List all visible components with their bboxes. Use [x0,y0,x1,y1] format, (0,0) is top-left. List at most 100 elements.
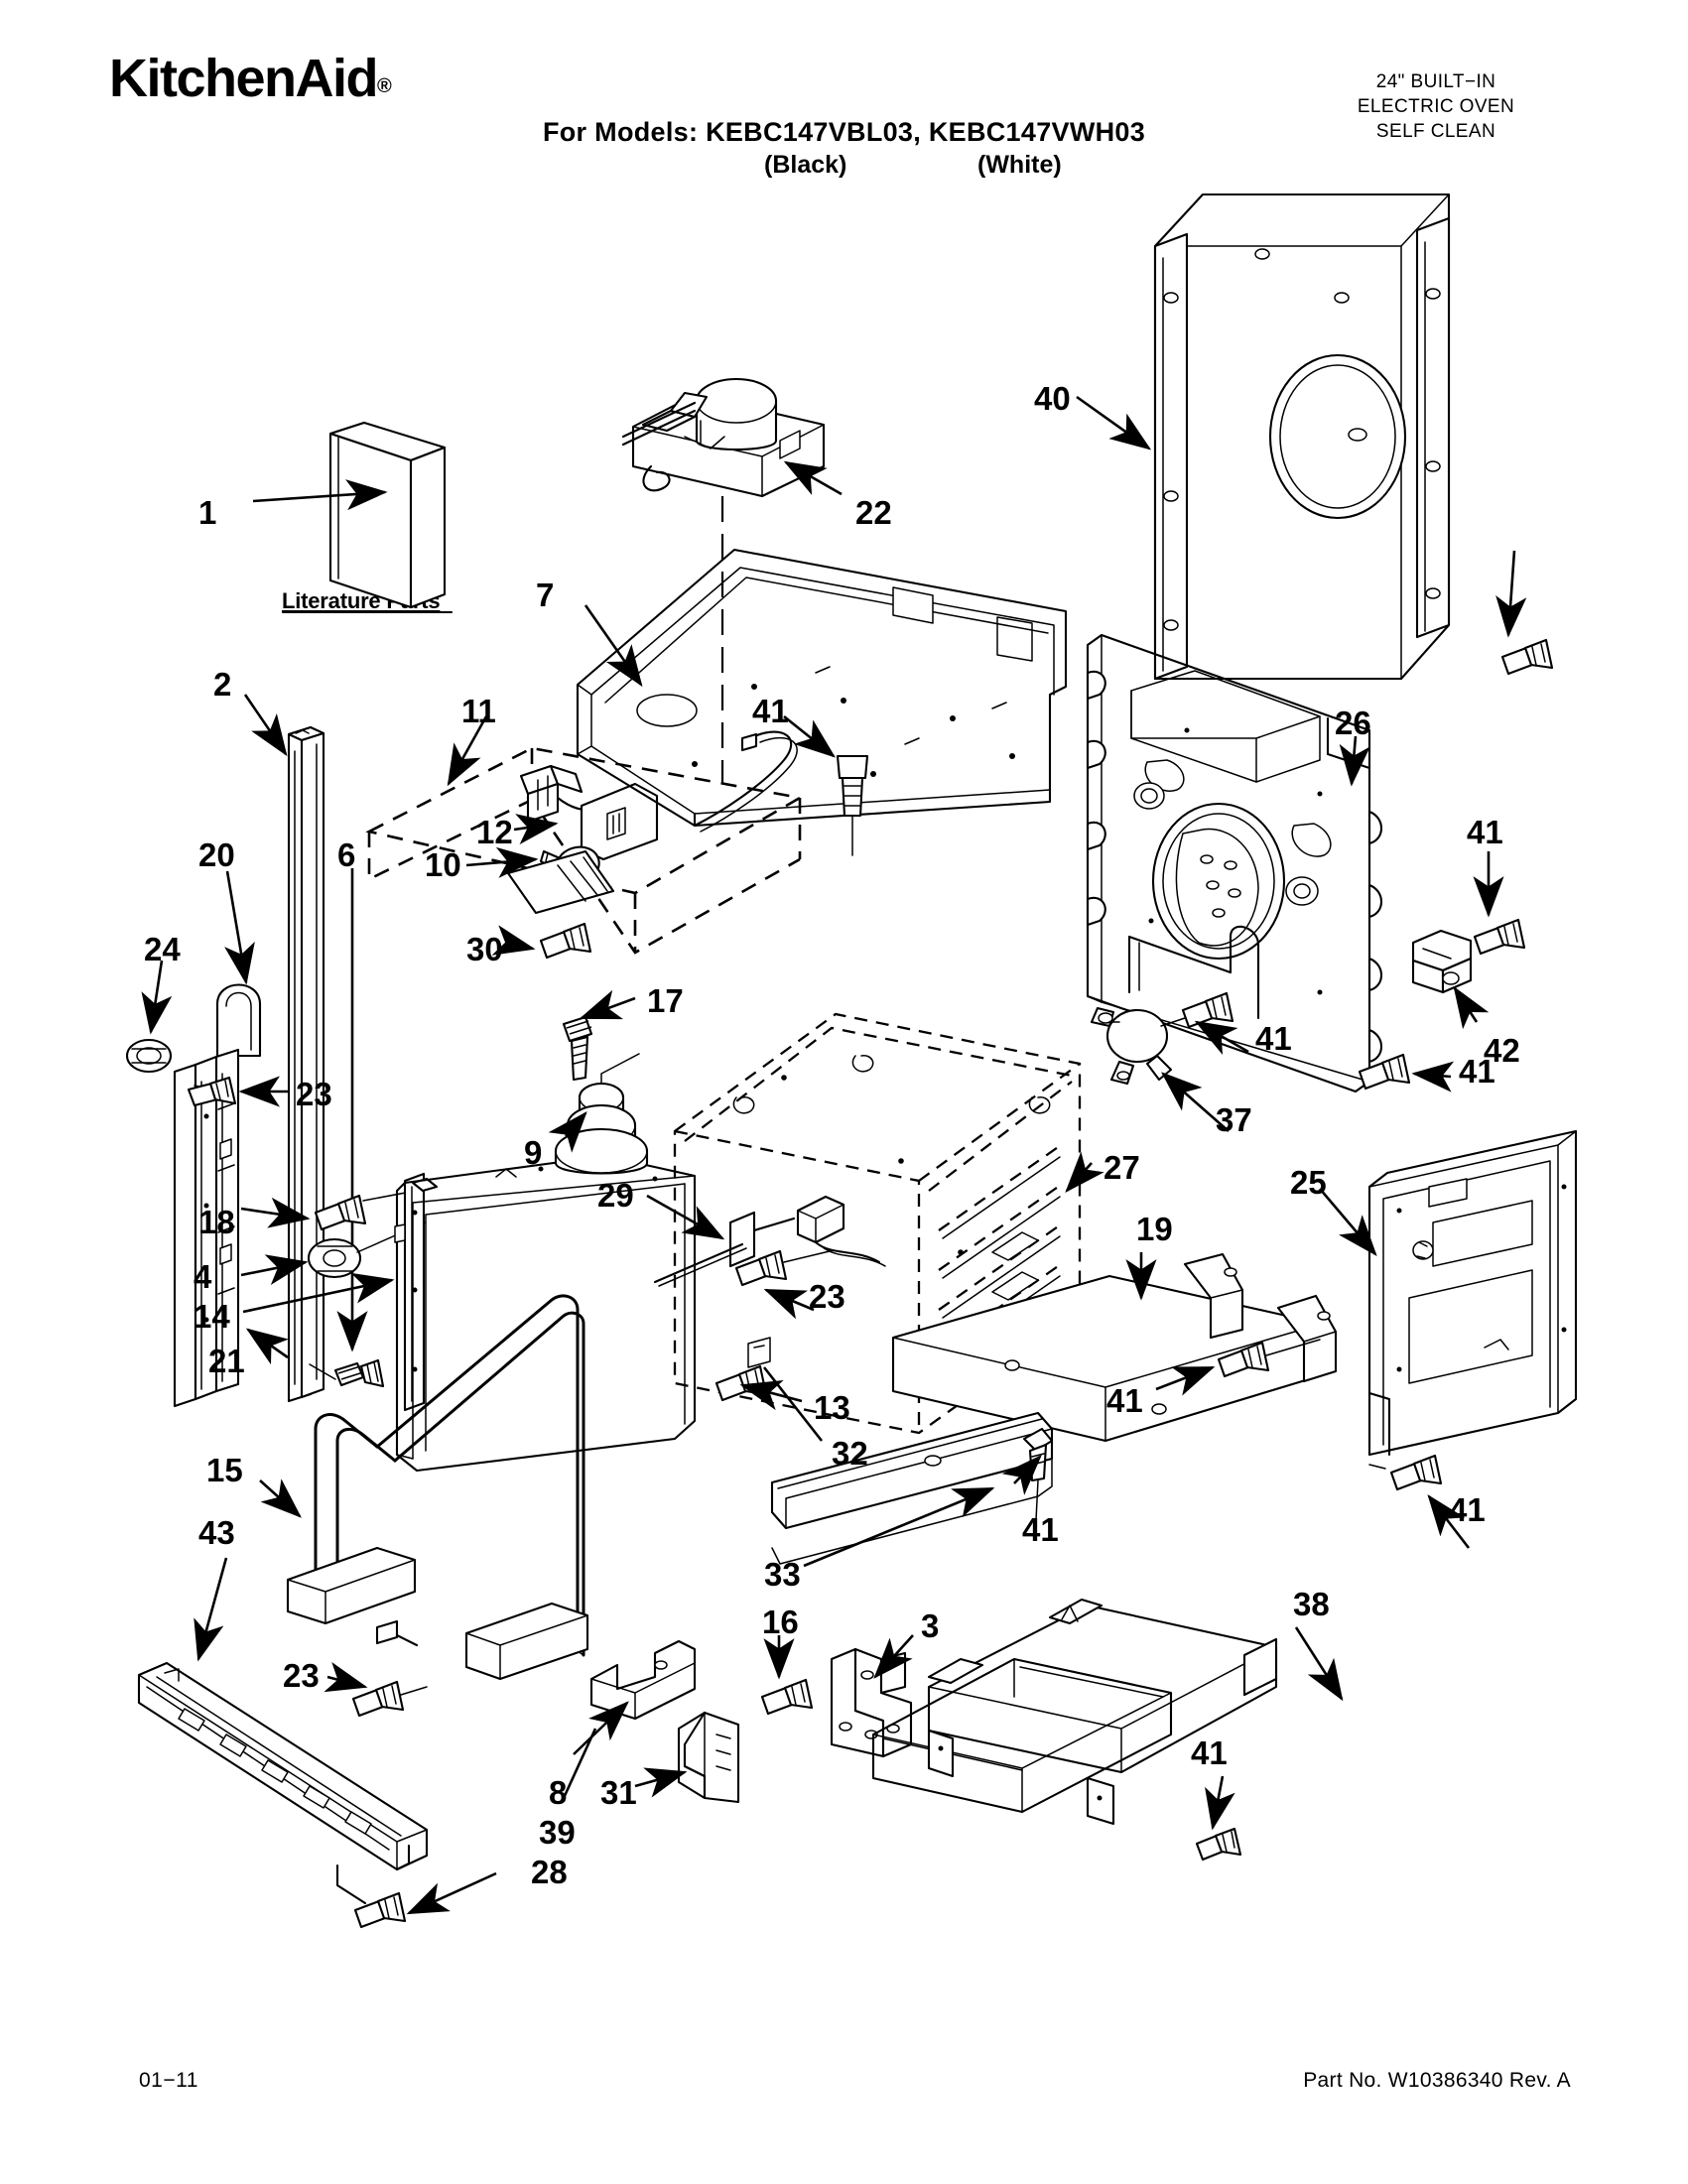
leader-18 [240,1197,311,1228]
part-screw-41-toppanel [836,754,869,856]
callout-number-40-rear-cover-panel: 40 [1034,380,1071,417]
appliance-type-line-3: SELF CLEAN [1375,121,1496,142]
callout-number-7-top-panel: 7 [536,577,555,613]
part-screw-30 [539,922,592,960]
part-wire-clip-13 [714,1364,768,1402]
callout-number-31-cover: 31 [600,1774,637,1811]
leader-30 [491,925,536,956]
part-top-panel-7 [576,548,1068,833]
callout-number-25-side-panel: 25 [1290,1164,1327,1201]
callout-number-41-screw: 41 [1255,1020,1292,1057]
callout-number-41-screw: 41 [1459,1053,1495,1090]
leader-37 [1161,1072,1230,1132]
part-blower-motor-22 [621,377,826,498]
part-screw-41-bulkhead-right [1358,1053,1411,1091]
part-screw-23b [734,1249,835,1287]
callout-number-28-screw: 28 [531,1854,568,1890]
models-header: For Models: KEBC147VBL03, KEBC147VWH03 [0,117,1688,148]
callout-number-41-screw: 41 [1191,1734,1228,1771]
callout-number-20-plug-button: 20 [198,836,235,873]
color-white-label: (White) [977,151,1062,179]
leader-41-rearcover [1495,550,1527,638]
part-bushing-4 [307,1221,426,1279]
color-black-label: (Black) [764,151,847,179]
part-shelf-panel-19 [891,1252,1338,1443]
part-latch-motor-9 [554,1053,649,1175]
part-side-panel-25 [1367,1129,1578,1457]
leader-31 [634,1767,688,1798]
leader-2 [243,694,288,757]
registered-trademark-icon: ® [377,75,392,97]
callout-number-41-screw: 41 [1106,1382,1143,1419]
part-vent-trim-43 [137,1661,429,1905]
appliance-type: 24" BUILT−IN ELECTRIC OVEN SELF CLEAN [1312,69,1560,144]
callout-number-38-bottom-pan: 38 [1293,1586,1330,1622]
part-screw-41-thermostat [1160,991,1234,1029]
leader-29 [646,1194,725,1240]
leader-11 [447,715,488,787]
part-lamp-lens [506,849,615,915]
leader-41-thermostat [1194,1020,1249,1056]
leader-40 [1076,395,1152,450]
part-side-bracket-21 [173,1048,240,1408]
part-screw-41-clip [1473,918,1526,956]
part-screw-23a [187,1076,237,1107]
callout-number-3-hinge-bracket: 3 [921,1607,940,1644]
callout-number-6-screw: 6 [337,836,356,873]
part-screw-41-trim [1022,1427,1054,1521]
callout-number-41-screw: 41 [1022,1511,1059,1548]
leader-41-shelf [1155,1365,1216,1396]
callout-number-12-lamp-socket: 12 [476,814,513,850]
callout-number-15-bake-element: 15 [206,1452,243,1488]
leader-41-toppanel [783,714,837,758]
part-plug-button-20 [215,983,262,1058]
part-screw-23c [351,1680,428,1718]
callout-number-16-screw: 16 [762,1604,799,1640]
leader-33 [803,1486,995,1568]
part-screw-41-bottompan [1195,1827,1242,1862]
part-screw-16 [760,1678,814,1716]
part-screw-6 [309,1358,385,1388]
callout-number-27-oven-cavity-liner: 27 [1104,1149,1140,1186]
leader-23c [324,1661,368,1693]
callout-number-23-screw: 23 [809,1278,845,1315]
leader-24 [141,960,173,1035]
callout-number-39-channel: 39 [539,1814,576,1851]
callout-number-8-bracket: 8 [549,1774,568,1811]
part-screw-28 [353,1891,407,1929]
leader-7 [584,604,643,688]
callout-number-1-literature-booklet: 1 [198,494,217,531]
callout-number-10-bulb: 10 [425,846,461,883]
leader-41-sidepanel [1427,1493,1471,1549]
leader-42 [1453,985,1490,1030]
part-screw-41-shelf [1217,1339,1321,1378]
footer-part-number: Part No. W10386340 Rev. A [1303,2069,1571,2092]
part-door-frame-14 [394,1154,697,1473]
callout-number-18-screw: 18 [198,1204,235,1240]
leader-28 [406,1871,497,1915]
part-trim-strip-33 [770,1411,1054,1565]
models-line: For Models: KEBC147VBL03, KEBC147VWH03 [542,117,1146,147]
callout-number-42-clip: 42 [1484,1032,1520,1069]
callout-number-43-vent-trim: 43 [198,1514,235,1551]
part-thermostat-37 [1090,1006,1173,1086]
callout-number-13-wire-clip: 13 [814,1389,850,1426]
part-screw-41-sidepanel [1368,1454,1443,1491]
part-literature-booklet [328,421,447,609]
brand-text: KitchenAid [109,49,379,108]
part-lamp-socket-12 [519,764,659,861]
appliance-type-line-1: 24" BUILT−IN [1375,71,1496,92]
leader-38 [1294,1626,1344,1702]
callout-number-26-rear-bulkhead: 26 [1335,705,1371,741]
part-screw-17 [562,1015,593,1082]
callout-number-41-screw: 41 [1449,1491,1486,1528]
callout-number-9-latch-motor: 9 [524,1134,543,1171]
part-bracket-32 [747,1337,771,1368]
callout-number-32-bracket: 32 [832,1435,868,1472]
leader-10 [465,846,539,878]
leader-3 [873,1634,914,1679]
callout-number-41-screw: 41 [1467,814,1503,850]
leader-14 [242,1272,395,1314]
callout-number-17-screw: 17 [647,982,684,1019]
